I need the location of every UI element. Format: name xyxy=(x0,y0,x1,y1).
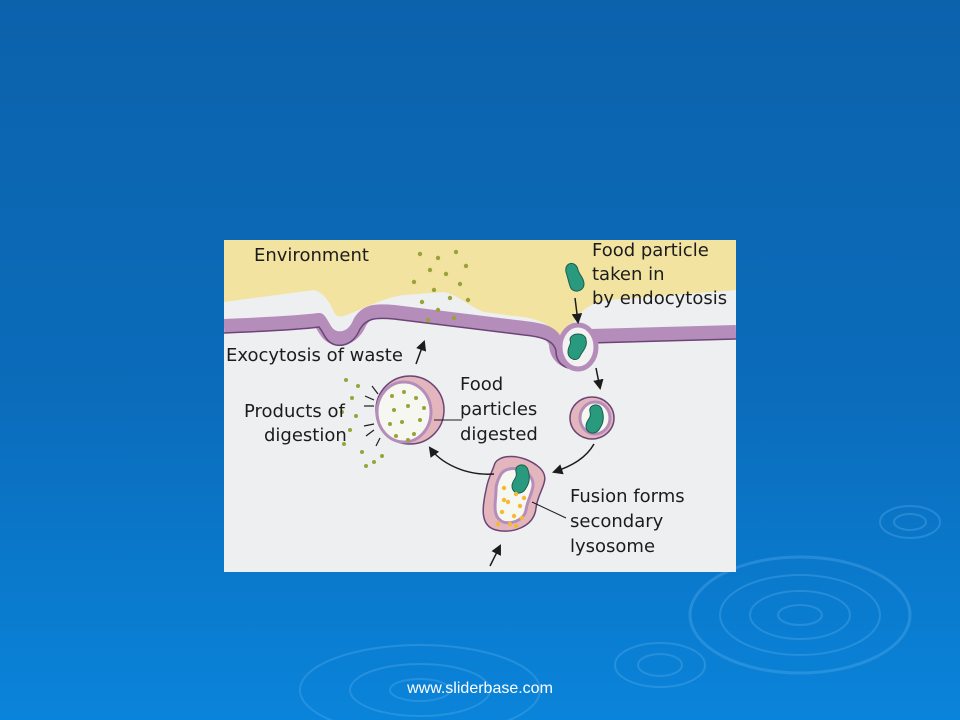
particle-dot xyxy=(422,406,426,410)
particle-dot xyxy=(513,523,519,529)
digesting-lysosome xyxy=(375,375,445,445)
particle-dot xyxy=(457,281,463,287)
particle-dot xyxy=(414,396,418,400)
particle-dot xyxy=(505,499,511,505)
arrow-to-fusion xyxy=(552,443,595,475)
label-fusion-line2: secondary xyxy=(570,511,664,532)
arrow-to-digestion xyxy=(428,446,495,475)
endocytic-vesicle-forming xyxy=(557,322,599,372)
particle-dot xyxy=(447,295,453,301)
particle-dot xyxy=(360,450,364,454)
endocytic-vesicle xyxy=(569,396,615,440)
particle-dot xyxy=(417,251,423,257)
label-digested-line3: digested xyxy=(460,424,538,445)
particle-dot xyxy=(350,396,354,400)
particle-dot xyxy=(406,404,410,408)
arrow-primary-lysosome xyxy=(489,544,501,567)
label-food-particle-line3: by endocytosis xyxy=(592,288,727,309)
particle-dot xyxy=(465,297,471,303)
particle-dot xyxy=(344,378,348,382)
particle-dot xyxy=(495,521,501,527)
particle-dot xyxy=(451,315,457,321)
label-food-particle-line2: taken in xyxy=(592,264,664,285)
particle-dot xyxy=(419,299,425,305)
particle-dot xyxy=(412,432,416,436)
particle-dot xyxy=(501,485,507,491)
digestion-products xyxy=(340,378,384,468)
arrow-exocytosis xyxy=(415,340,427,365)
label-products-line2: digestion xyxy=(264,425,347,446)
particle-dot xyxy=(517,503,523,509)
particle-dot xyxy=(463,263,469,269)
particle-dot xyxy=(380,454,384,458)
leader-fusion xyxy=(531,501,567,519)
particle-dot xyxy=(425,317,431,323)
enzyme-particles xyxy=(495,485,527,529)
arrow-endocytosis xyxy=(571,297,583,325)
particle-dot xyxy=(388,422,392,426)
particle-dot xyxy=(340,410,344,414)
environment-region xyxy=(224,240,736,356)
particle-dot xyxy=(390,394,394,398)
particle-dot xyxy=(507,521,513,527)
secondary-lysosome xyxy=(482,455,546,532)
particle-dot xyxy=(400,420,404,424)
food-particle-outside xyxy=(565,263,585,292)
particle-dot xyxy=(394,434,398,438)
particle-dot xyxy=(427,267,433,273)
particle-dot xyxy=(521,495,527,501)
particle-dot xyxy=(402,390,406,394)
waste-particles xyxy=(411,249,471,323)
particle-dot xyxy=(406,438,410,442)
particle-dot xyxy=(435,307,441,313)
particle-dot xyxy=(364,464,368,468)
label-exocytosis: Exocytosis of waste xyxy=(226,345,403,366)
particle-dot xyxy=(511,513,517,519)
particle-dot xyxy=(342,442,346,446)
label-fusion-line3: lysosome xyxy=(570,536,655,557)
particle-dot xyxy=(519,515,525,521)
arrow-to-vesicle xyxy=(593,367,604,391)
label-food-particle-line1: Food particle xyxy=(592,240,709,261)
label-products-line1: Products of xyxy=(244,401,345,422)
particle-dot xyxy=(392,408,396,412)
particle-dot xyxy=(453,249,459,255)
particle-dot xyxy=(348,428,352,432)
particle-dot xyxy=(443,271,449,277)
particle-dot xyxy=(513,491,519,497)
digested-particles xyxy=(388,390,426,442)
particle-dot xyxy=(354,414,358,418)
particle-dot xyxy=(411,279,417,285)
particle-dot xyxy=(501,497,507,503)
footer-url: www.sliderbase.com xyxy=(407,680,553,697)
particle-dot xyxy=(499,509,505,515)
particle-dot xyxy=(418,418,422,422)
label-environment: Environment xyxy=(254,245,369,266)
particle-dot xyxy=(372,460,376,464)
particle-dot xyxy=(431,287,437,293)
label-fusion-line1: Fusion forms xyxy=(570,486,685,507)
particle-dot xyxy=(356,384,360,388)
label-digested-line2: particles xyxy=(460,399,537,420)
lysosome-diagram: Environment Food particle taken in by en… xyxy=(224,240,736,572)
particle-dot xyxy=(435,255,441,261)
label-digested-line1: Food xyxy=(460,374,503,395)
